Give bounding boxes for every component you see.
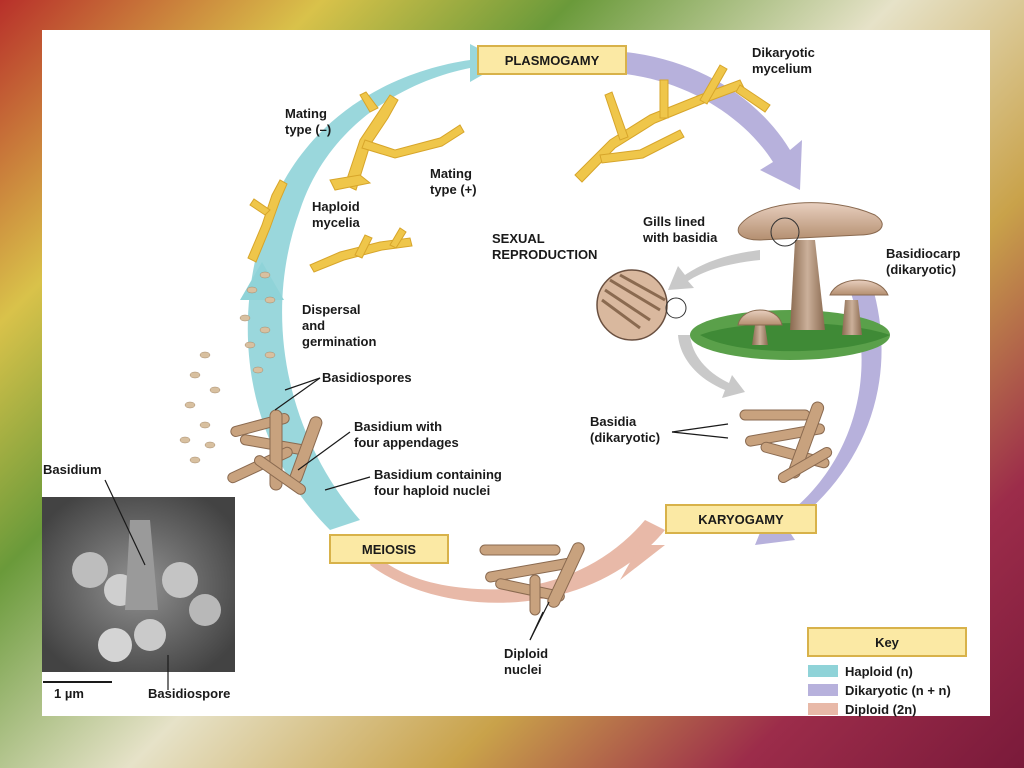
dikaryotic-mycelium-label-2: mycelium: [752, 61, 812, 76]
basidiospores-label: Basidiospores: [322, 370, 412, 385]
basidiocarp-illustration: [690, 202, 890, 360]
micrograph-basidiospore-label: Basidiospore: [148, 686, 230, 701]
gills-label-1: Gills lined: [643, 214, 705, 229]
basidium-containing-label-1: Basidium containing: [374, 467, 502, 482]
stage-meiosis-label: MEIOSIS: [362, 542, 417, 557]
basidiocarp-label-1: Basidiocarp: [886, 246, 960, 261]
basidia-dik-label-2: (dikaryotic): [590, 430, 660, 445]
key-swatch-dikaryotic: [808, 684, 838, 696]
dispersal-label-1: Dispersal: [302, 302, 361, 317]
mating-minus-label-2: type (–): [285, 122, 331, 137]
diploid-arrow-head: [620, 545, 665, 580]
basidium-four-label-2: four appendages: [354, 435, 459, 450]
haploid-mycelia-hyphae: [247, 179, 288, 263]
stage-karyogamy-label: KARYOGAMY: [698, 512, 784, 527]
basidium-containing-label-2: four haploid nuclei: [374, 483, 490, 498]
center-label-line2: REPRODUCTION: [492, 247, 597, 262]
key-title: Key: [875, 635, 900, 650]
mating-type-plus-hyphae: [309, 227, 413, 273]
stage-karyogamy: KARYOGAMY: [665, 504, 817, 534]
mating-minus-label-1: Mating: [285, 106, 327, 121]
dikaryotic-mycelium-label-1: Dikaryotic: [752, 45, 815, 60]
gill-closeup: [596, 269, 687, 341]
haploid-mycelia-label-2: mycelia: [312, 215, 360, 230]
haploid-arrow: [247, 44, 505, 530]
dikaryotic-mycelium-hyphae: [574, 64, 771, 183]
micrograph-basidium-label: Basidium: [43, 462, 102, 477]
scale-label: 1 µm: [54, 686, 84, 701]
mating-plus-label-2: type (+): [430, 182, 477, 197]
key-swatch-diploid: [808, 703, 838, 715]
basidia-cluster-bottom: [479, 542, 585, 616]
basidiocarp-label-2: (dikaryotic): [886, 262, 956, 277]
stage-plasmogamy-label: PLASMOGAMY: [505, 53, 600, 68]
haploid-mycelia-label-1: Haploid: [312, 199, 360, 214]
key-legend: Key Haploid (n) Dikaryotic (n + n) Diplo…: [807, 627, 967, 717]
mating-type-minus-hyphae: [329, 91, 465, 191]
gill-arrow-down: [678, 335, 745, 398]
basidiospore-dots: [179, 271, 276, 464]
stage-plasmogamy: PLASMOGAMY: [477, 45, 627, 75]
key-label-diploid: Diploid (2n): [845, 702, 917, 717]
diploid-nuclei-label-1: Diploid: [504, 646, 548, 661]
key-label-haploid: Haploid (n): [845, 664, 913, 679]
diploid-arrow: [370, 520, 665, 603]
basidia-cluster-right: [739, 401, 833, 483]
basidium-four-label-1: Basidium with: [354, 419, 442, 434]
mating-plus-label-1: Mating: [430, 166, 472, 181]
stage-meiosis: MEIOSIS: [329, 534, 449, 564]
gill-arrow: [668, 250, 760, 290]
basidia-dik-label-1: Basidia: [590, 414, 637, 429]
gills-label-2: with basidia: [642, 230, 718, 245]
key-swatch-haploid: [808, 665, 838, 677]
diploid-nuclei-label-2: nuclei: [504, 662, 542, 677]
leader-lines: [104, 377, 729, 690]
dispersal-label-3: germination: [302, 334, 376, 349]
electron-micrograph: [42, 497, 235, 672]
basidia-cluster-left: [227, 409, 323, 495]
center-label-line1: SEXUAL: [492, 231, 545, 246]
key-label-dikaryotic: Dikaryotic (n + n): [845, 683, 951, 698]
dispersal-label-2: and: [302, 318, 325, 333]
